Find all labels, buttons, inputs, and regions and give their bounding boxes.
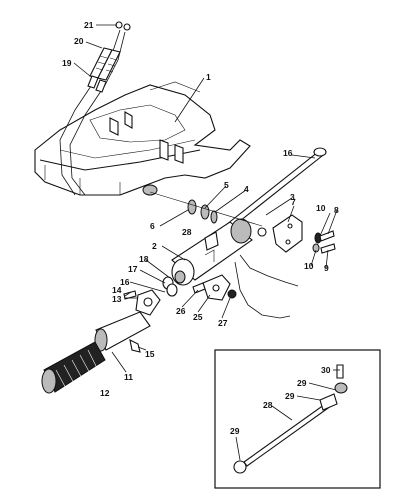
callout-20: 19: [62, 58, 72, 68]
leader-lines: [73, 24, 340, 461]
steering-column: [41, 147, 336, 394]
callout-11: 11: [124, 372, 133, 382]
callout-15: 15: [145, 349, 155, 359]
callout-29a: 29: [285, 391, 295, 401]
callout-labels: 21 20 19 1 16 5 4 3 7 6 28 2 10 8 10 9 1…: [62, 20, 339, 436]
callout-10a: 10: [316, 203, 326, 213]
callout-16: 16: [283, 148, 293, 158]
callout-29b: 29: [230, 426, 240, 436]
callout-21: 20: [74, 36, 84, 46]
callout-2: 2: [152, 241, 157, 251]
callout-6: 6: [150, 221, 155, 231]
callout-5: 5: [224, 180, 229, 190]
callout-9: 9: [324, 263, 329, 273]
callout-13: 13: [112, 294, 122, 304]
inset-detail: [214, 349, 381, 489]
callout-28: 29: [297, 378, 307, 388]
callout-1: 1: [206, 72, 211, 82]
callout-4: 4: [244, 184, 249, 194]
callout-26: 28: [182, 227, 192, 237]
callout-22: 21: [84, 20, 94, 30]
callout-24: 26: [176, 306, 186, 316]
callout-23: 25: [193, 312, 203, 322]
callout-27: 28: [263, 400, 273, 410]
callout-12: 12: [100, 388, 110, 398]
callout-19: 18: [139, 254, 149, 264]
callout-17: 16: [120, 277, 130, 287]
throttle-cables: [59, 21, 131, 196]
callout-25: 27: [218, 318, 228, 328]
callout-18: 17: [128, 264, 138, 274]
callout-10b: 10: [304, 261, 314, 271]
handlebar-frame: [34, 81, 251, 196]
callout-3: 3: [290, 192, 295, 202]
callout-8: 8: [334, 205, 339, 215]
callout-30: 30: [321, 365, 331, 375]
callout-14: 14: [112, 285, 122, 295]
callout-7: 7: [291, 197, 296, 207]
